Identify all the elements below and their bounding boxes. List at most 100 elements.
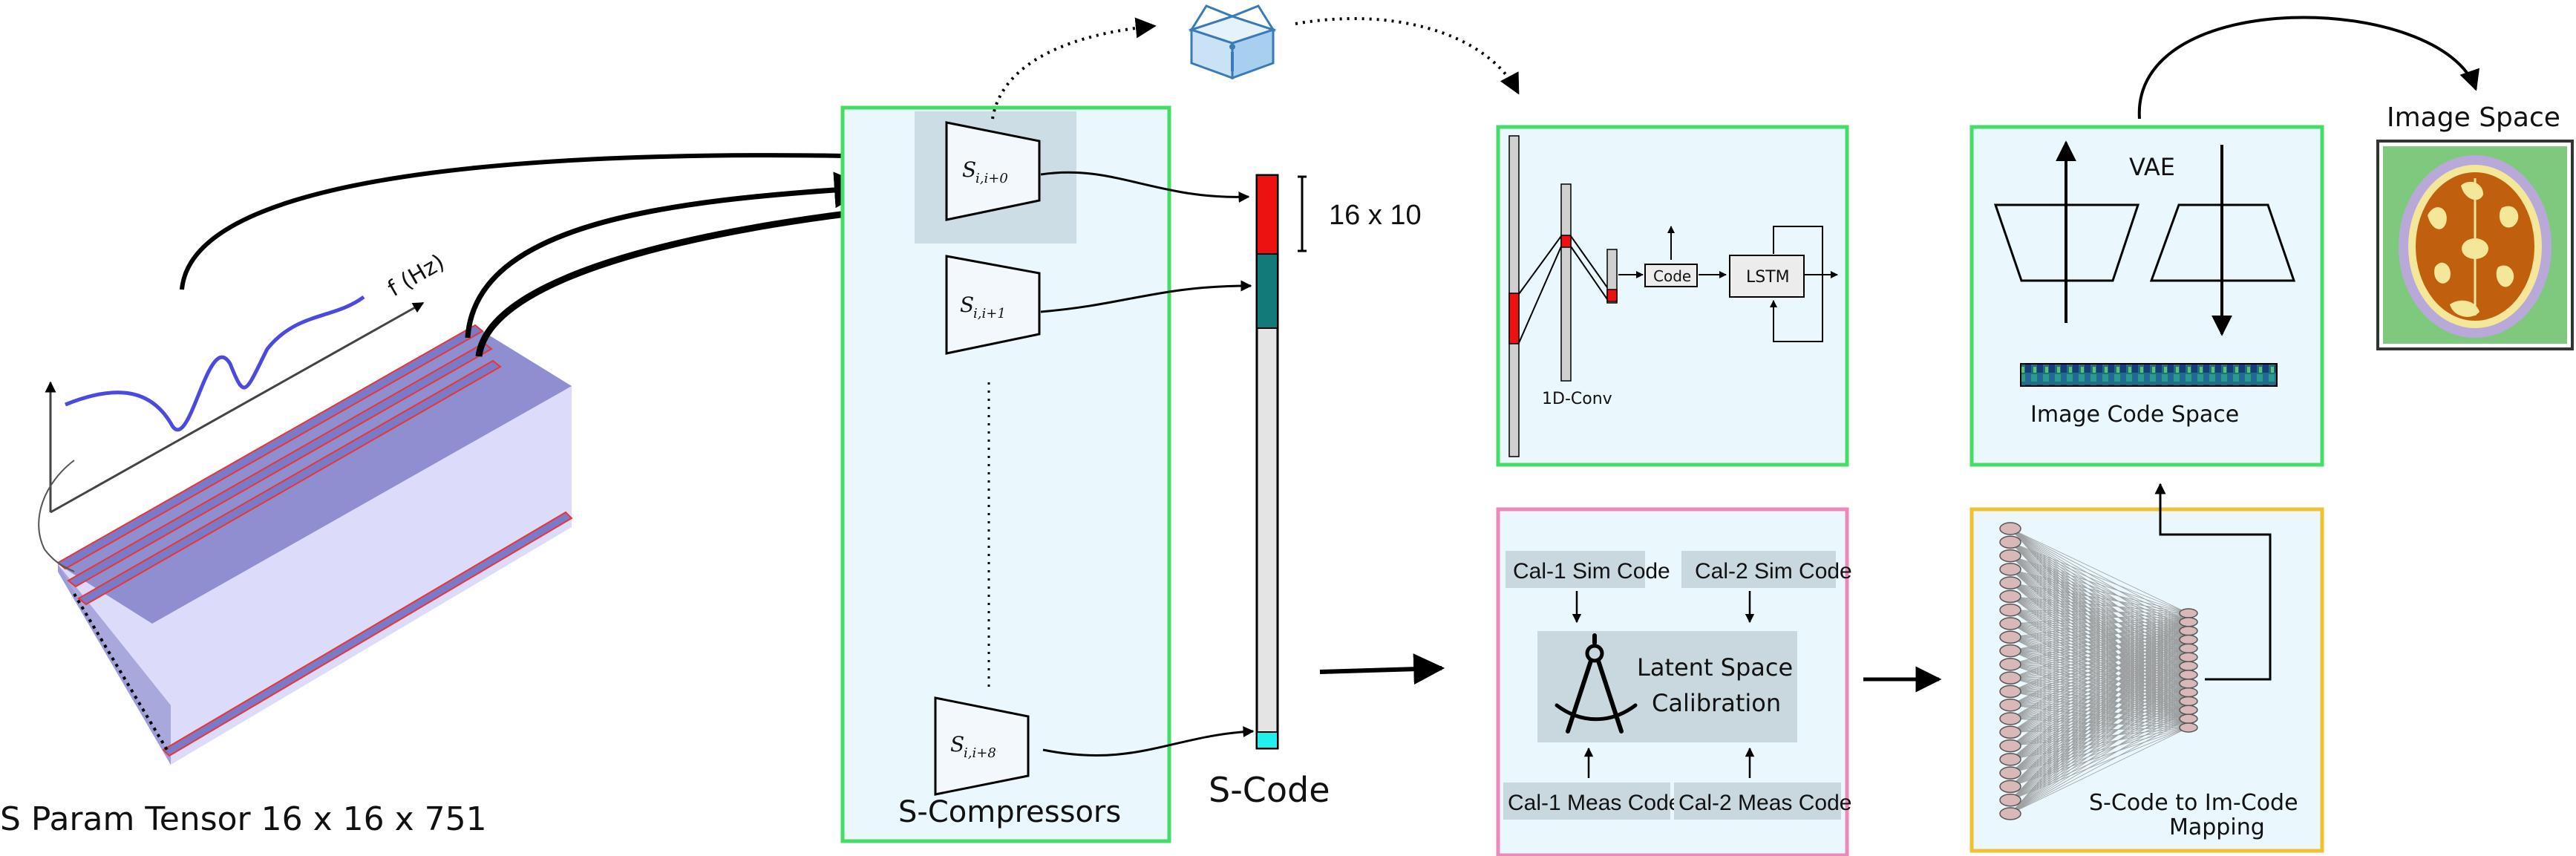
network-edge: [2010, 665, 2189, 746]
network-edge: [2010, 621, 2189, 719]
network-edge: [2010, 664, 2189, 710]
network-edge: [2010, 701, 2189, 774]
tensor-dotted-edge: [73, 592, 169, 751]
network-edge: [2010, 630, 2189, 679]
vae-label: VAE: [2129, 153, 2175, 181]
network-edge: [2010, 596, 2189, 614]
network-edge: [2010, 665, 2189, 719]
network-edge: [2010, 621, 2189, 800]
network-edge: [2010, 610, 2189, 640]
network-edge: [2010, 612, 2189, 719]
mapping-output-nodes: [2179, 608, 2198, 733]
network-edge: [2010, 705, 2189, 728]
network-edge: [2010, 656, 2189, 679]
s-code-segment-1: [1256, 253, 1278, 329]
network-edge: [2010, 709, 2189, 719]
output-node: [2179, 625, 2198, 636]
network-edge: [2010, 727, 2189, 787]
network-edge: [2010, 569, 2189, 632]
output-node: [2179, 679, 2198, 689]
network-edge: [2010, 692, 2189, 746]
network-edge: [2010, 639, 2189, 706]
cal1-sim-label: Cal-1 Sim Code: [1513, 559, 1670, 584]
cal1-sim-box: [1506, 551, 1645, 588]
network-edge: [2010, 621, 2189, 679]
network-edge: [2010, 621, 2189, 665]
network-edge: [2010, 621, 2189, 706]
network-edge: [2010, 639, 2189, 814]
dotted-arrow-from-box: [1295, 17, 1520, 95]
network-edge: [2010, 621, 2189, 638]
network-edge: [2010, 705, 2189, 719]
image-code-strip: [2020, 363, 2278, 387]
compass-icon: [1555, 633, 1638, 734]
tensor-label: S Param Tensor 16 x 16 x 751: [0, 800, 487, 838]
network-edge: [2010, 692, 2189, 719]
network-edge: [2010, 630, 2189, 814]
vae-to-image-arrow: [2137, 16, 2479, 120]
network-edge: [2010, 718, 2189, 801]
network-edge: [2010, 718, 2189, 774]
network-edge: [2010, 650, 2189, 719]
network-edge: [2010, 692, 2189, 814]
network-edge: [2010, 630, 2189, 665]
conv-label: 1D-Conv: [1542, 390, 1612, 408]
network-edge: [2010, 541, 2189, 632]
s-code-segment-8: [1256, 731, 1278, 749]
input-node: [1999, 712, 2021, 725]
network-edge: [2010, 612, 2189, 774]
network-edge: [2010, 683, 2189, 814]
network-edge: [2010, 656, 2189, 733]
network-edge: [2010, 701, 2189, 787]
network-edge: [2010, 683, 2189, 706]
network-edge: [2010, 683, 2189, 746]
network-edge: [2010, 691, 2189, 693]
network-edge: [2010, 621, 2189, 787]
latent-calibration-box: [1537, 631, 1797, 742]
network-edge: [2010, 630, 2189, 801]
input-node: [1999, 739, 2021, 753]
network-edge: [2010, 656, 2189, 692]
network-edge: [2010, 674, 2189, 814]
output-node: [2179, 705, 2198, 716]
network-edge: [2010, 727, 2189, 760]
mapping-label-1: S-Code to Im-Code: [2089, 790, 2298, 816]
input-node: [1999, 698, 2021, 712]
network-edge: [2010, 701, 2189, 706]
input-node: [1999, 793, 2021, 807]
input-node: [1999, 725, 2021, 739]
network-edge: [2010, 612, 2189, 800]
network-edge: [2010, 718, 2189, 814]
network-edge: [2010, 596, 2189, 632]
network-edge: [2010, 630, 2189, 638]
s-param-curve: [65, 295, 365, 432]
input-node: [1999, 671, 2021, 685]
network-edge: [2010, 582, 2189, 623]
network-edge: [2010, 677, 2189, 710]
input-node: [1999, 753, 2021, 766]
network-edge: [2010, 665, 2189, 692]
input-node: [1999, 535, 2021, 549]
network-edge: [2010, 555, 2189, 632]
output-node: [2179, 696, 2198, 707]
network-edge: [2010, 674, 2189, 733]
input-node: [1999, 549, 2021, 563]
code-box-label: Code: [1653, 267, 1691, 285]
cal2-meas-box: [1674, 783, 1841, 820]
network-edge: [2010, 621, 2189, 692]
network-edge: [2010, 674, 2189, 760]
network-edge: [2010, 647, 2189, 665]
network-edge: [2010, 718, 2189, 728]
image-space: Image Space: [2376, 102, 2574, 350]
network-edge: [2010, 727, 2189, 746]
s-code-segment-0: [1256, 174, 1278, 255]
network-edge: [2010, 630, 2189, 651]
lstm-loop: [1770, 226, 1823, 342]
network-edge: [2010, 612, 2189, 706]
s-param-tensor: f (Hz) S Param Tensor 16 x 16 x 751: [0, 249, 573, 838]
input-node: [1999, 658, 2021, 671]
network-edge: [2010, 692, 2189, 774]
network-edge: [2010, 718, 2189, 733]
output-node: [2179, 722, 2198, 733]
network-edge: [2010, 621, 2189, 651]
